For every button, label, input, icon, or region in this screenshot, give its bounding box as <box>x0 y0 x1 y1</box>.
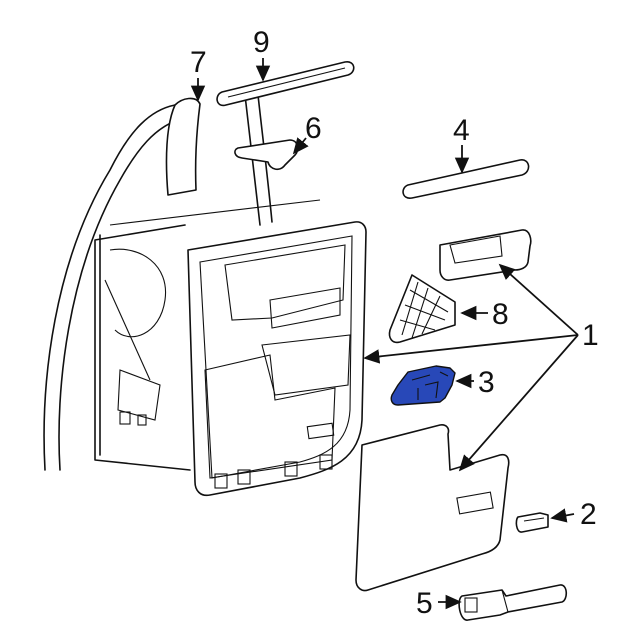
arrow-1-panel <box>363 334 579 364</box>
leader-arrows <box>190 58 579 610</box>
part-2-clip <box>515 512 549 533</box>
arrow-1-bezel <box>498 263 579 336</box>
callout-2: 2 <box>580 498 597 531</box>
callout-5: 5 <box>416 587 433 620</box>
map-pocket-panel <box>355 424 510 592</box>
part-8-speaker-grille <box>388 274 456 344</box>
callout-3: 3 <box>478 366 495 399</box>
arrow-1-pocket <box>458 334 579 472</box>
switch-bezel <box>439 229 532 281</box>
callout-6: 6 <box>305 112 322 145</box>
arrow-2 <box>550 508 575 523</box>
callout-4: 4 <box>453 114 470 147</box>
callout-8: 8 <box>492 298 509 331</box>
arrow-6 <box>292 137 309 155</box>
callout-1: 1 <box>582 319 599 352</box>
part-3-highlighted-bracket <box>390 365 456 406</box>
callout-9: 9 <box>253 26 270 59</box>
part-9-upper-molding <box>216 61 355 107</box>
door-trim-panel <box>187 221 367 497</box>
part-7-corner-trim <box>165 97 201 196</box>
callout-7: 7 <box>190 46 207 79</box>
part-4-armrest-pad <box>402 159 530 199</box>
part-5-insert <box>458 584 568 621</box>
